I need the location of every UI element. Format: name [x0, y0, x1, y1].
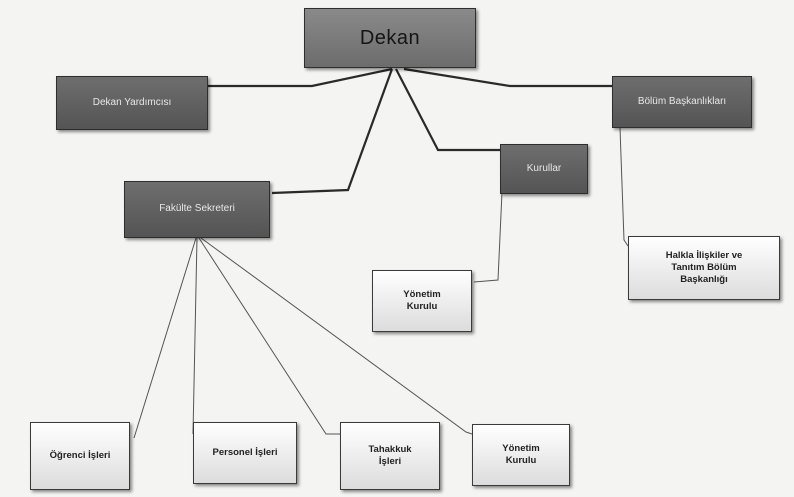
node-tahakkuk-isleri: Tahakkuk İşleri [340, 422, 440, 490]
node-dekan: Dekan [304, 8, 476, 68]
connector-sekreter-yonetim [200, 237, 473, 435]
node-kurullar: Kurullar [500, 144, 588, 194]
connector-dekan-kurullar [395, 68, 500, 152]
node-personel-isleri: Personel İşleri [193, 422, 297, 484]
node-fakulte-sekreteri: Fakülte Sekreteri [124, 181, 270, 238]
connector-dekan-bolum [403, 67, 612, 88]
connector-bolum-halkla [619, 127, 629, 247]
node-bolum-baskanliklari: Bölüm Başkanlıkları [612, 76, 752, 128]
connector-sekreter-ogrenci [133, 237, 197, 439]
connector-dekan-sekreter [271, 68, 394, 195]
connector-dekan-yardimcisi [208, 67, 393, 88]
node-ogrenci-isleri: Öğrenci İşleri [30, 422, 130, 490]
node-dekan-yardimcisi: Dekan Yardımcısı [56, 76, 208, 130]
node-yonetim-kurulu-2: Yönetim Kurulu [472, 424, 570, 486]
connector-sekreter-tahakkuk [198, 237, 340, 435]
node-yonetim-kurulu-1: Yönetim Kurulu [372, 270, 472, 332]
connector-kurullar-yonetim [473, 191, 503, 283]
connector-sekreter-personel [192, 237, 198, 435]
node-halkla-iliskiler: Halkla İlişkiler ve Tanıtım Bölüm Başkan… [628, 236, 780, 300]
